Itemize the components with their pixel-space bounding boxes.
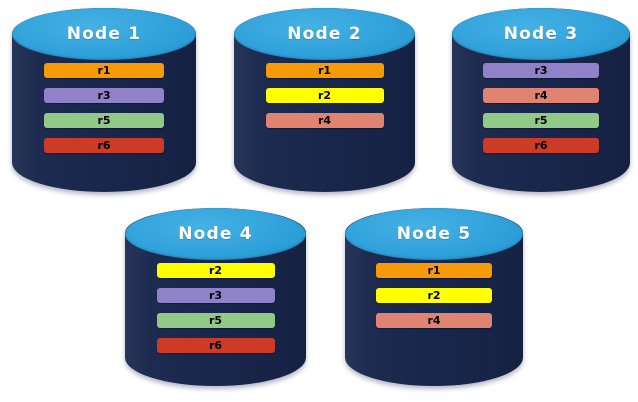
replica-label: r3 [208, 288, 223, 302]
replica-bar[interactable]: r6 [483, 138, 599, 153]
replica-bar[interactable]: r5 [483, 113, 599, 128]
replica-bar[interactable]: r5 [44, 113, 164, 128]
replica-label: r1 [427, 263, 441, 277]
replica-bar-list: r2 r3 r5 r6 [125, 263, 306, 353]
replica-label: r2 [317, 88, 332, 102]
database-node-2[interactable]: Node 2 r1 r2 r4 [234, 8, 415, 192]
cylinder-top-ellipse [345, 208, 523, 260]
replica-label: r1 [317, 63, 332, 77]
replica-bar[interactable]: r3 [44, 88, 164, 103]
cylinder-top-ellipse [452, 8, 630, 60]
replica-bar[interactable]: r1 [376, 263, 492, 278]
cylinder-top-ellipse [234, 8, 415, 60]
replica-bar-list: r1 r2 r4 [345, 263, 523, 328]
replica-bar[interactable]: r1 [265, 63, 384, 78]
cylinder-top-ellipse [12, 8, 196, 60]
replica-label: r4 [317, 113, 332, 127]
replica-label: r3 [97, 88, 111, 102]
database-node-5[interactable]: Node 5 r1 r2 r4 [345, 208, 523, 386]
replica-bar[interactable]: r6 [156, 338, 275, 353]
cylinder-top-ellipse [125, 208, 306, 260]
replica-bar[interactable]: r4 [265, 113, 384, 128]
database-node-3[interactable]: Node 3 r3 r4 r5 r6 [452, 8, 630, 192]
database-node-1[interactable]: Node 1 r1 r3 r5 r6 [12, 8, 196, 192]
replica-label: r3 [534, 63, 548, 77]
replica-bar[interactable]: r2 [376, 288, 492, 303]
replica-bar-list: r3 r4 r5 r6 [452, 63, 630, 153]
replica-label: r5 [208, 313, 223, 327]
replica-label: r4 [534, 88, 548, 102]
node-label: Node 5 [396, 224, 472, 244]
replica-label: r6 [534, 138, 548, 152]
replica-bar[interactable]: r4 [483, 88, 599, 103]
replica-bar-list: r1 r2 r4 [234, 63, 415, 128]
replica-bar[interactable]: r2 [265, 88, 384, 103]
node-label: Node 3 [503, 24, 579, 44]
replica-bar[interactable]: r5 [156, 313, 275, 328]
replica-label: r2 [208, 263, 223, 277]
node-label: Node 4 [178, 224, 253, 244]
replica-label: r6 [208, 338, 223, 352]
replica-bar[interactable]: r3 [483, 63, 599, 78]
database-node-4[interactable]: Node 4 r2 r3 r5 r6 [125, 208, 306, 386]
replica-bar[interactable]: r1 [44, 63, 164, 78]
replica-bar[interactable]: r2 [156, 263, 275, 278]
replica-bar[interactable]: r4 [376, 313, 492, 328]
replica-label: r1 [97, 63, 111, 77]
replica-label: r5 [97, 113, 111, 127]
node-label: Node 1 [66, 24, 142, 44]
replica-bar[interactable]: r6 [44, 138, 164, 153]
replica-label: r5 [534, 113, 548, 127]
node-label: Node 2 [287, 24, 362, 44]
replica-bar-list: r1 r3 r5 r6 [12, 63, 196, 153]
replica-label: r4 [427, 313, 441, 327]
replica-label: r2 [427, 288, 441, 302]
replica-label: r6 [97, 138, 111, 152]
replica-bar[interactable]: r3 [156, 288, 275, 303]
